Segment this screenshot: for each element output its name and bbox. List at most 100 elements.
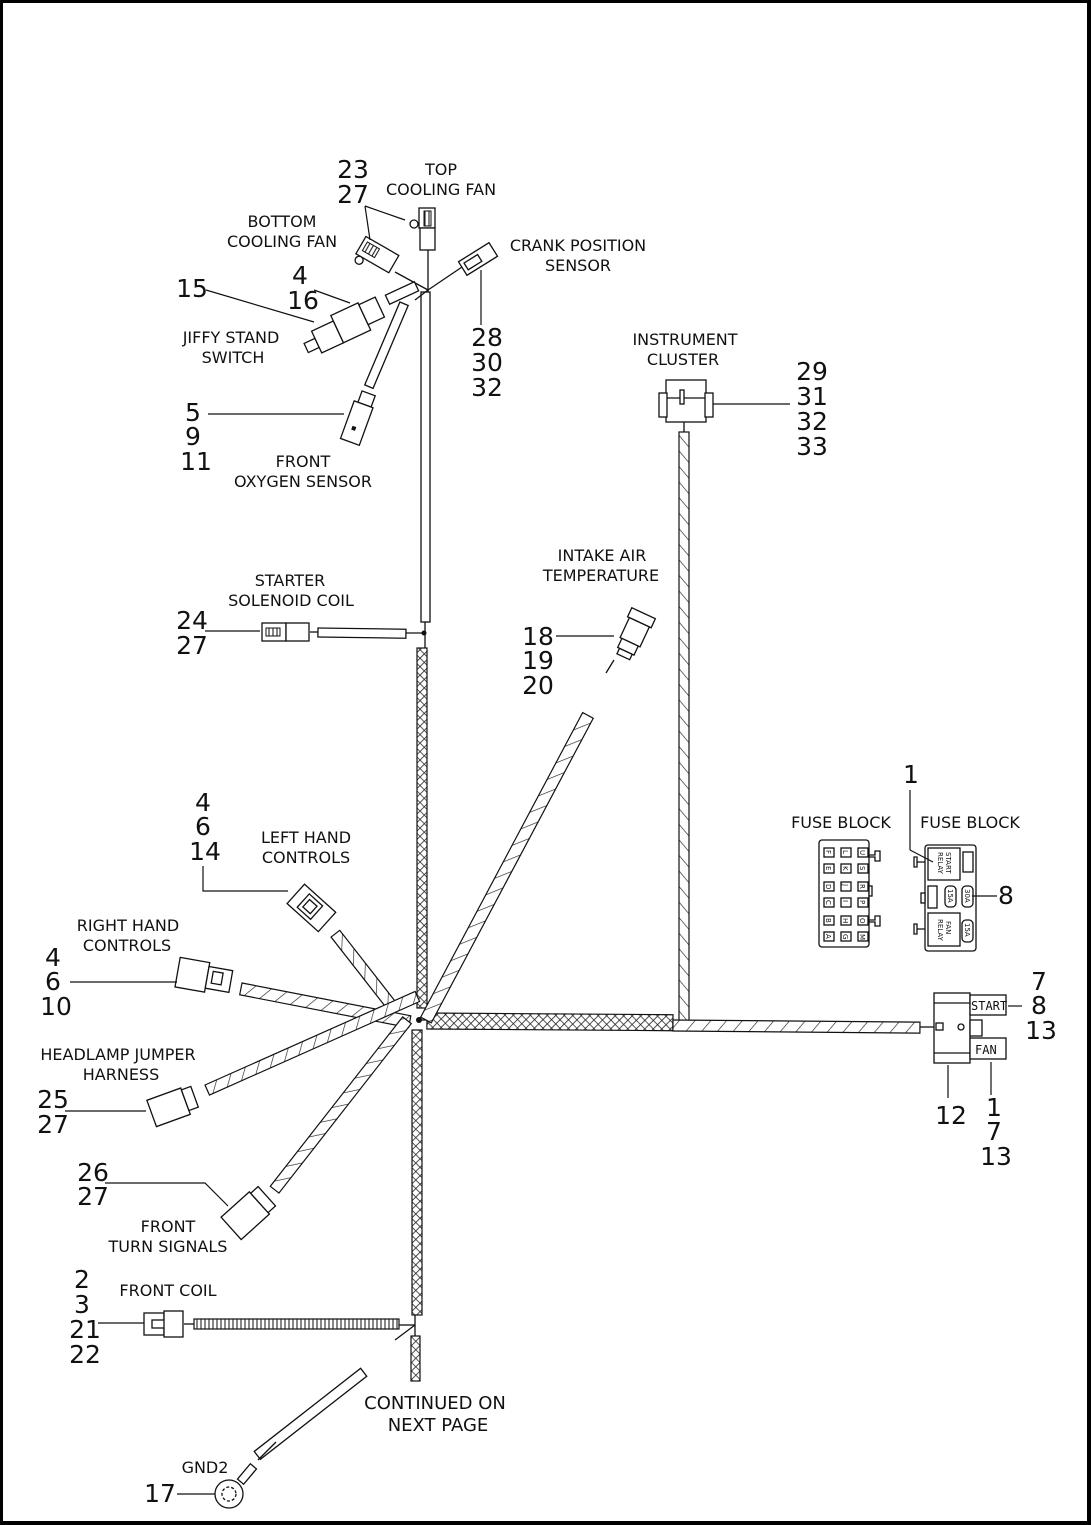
front-turn-signals-connector[interactable] <box>220 1185 277 1241</box>
ref-number: 30 <box>471 348 503 377</box>
front-coil-label: FRONT COIL <box>119 1281 216 1300</box>
ref-number: 1 <box>903 760 919 789</box>
fuse-slot <box>857 847 869 858</box>
fuse-slot-letter: E <box>824 866 832 870</box>
fuse-block-right[interactable]: START RELAY 15A 30A FAN RELAY 15A <box>913 844 977 952</box>
front-oxygen-sensor-label: OXYGEN SENSOR <box>234 472 372 491</box>
crank-position-sensor-connector[interactable] <box>457 241 499 277</box>
fuse-slot <box>857 881 869 892</box>
ref-number: 8 <box>998 881 1014 910</box>
fuse-slot <box>823 881 835 892</box>
leader-line <box>105 1182 229 1207</box>
ref-number: 7 <box>1031 967 1047 996</box>
intake-air-temperature-connector[interactable] <box>612 606 657 662</box>
start-relay-label: RELAY <box>936 852 944 875</box>
continued-label: CONTINUED ON <box>364 1393 506 1414</box>
relay-tag-start: START <box>971 999 1007 1013</box>
ref-number: 27 <box>37 1110 69 1139</box>
fuse-slot <box>857 915 869 926</box>
ref-number: 27 <box>176 631 208 660</box>
front-turn-signals-label: TURN SIGNALS <box>108 1237 228 1256</box>
right-hand-controls-label: RIGHT HAND <box>77 916 179 935</box>
fuse-slot <box>840 863 852 874</box>
ref-number: 6 <box>45 967 61 996</box>
fuse-slot-letter: A <box>824 934 832 939</box>
fuse-slot-letter: M <box>858 934 866 940</box>
ref-number: 4 <box>292 261 308 290</box>
ref-number: 6 <box>195 812 211 841</box>
ref-number: 20 <box>522 671 554 700</box>
ref-number: 18 <box>522 622 554 651</box>
ref-number: 28 <box>471 323 503 352</box>
ref-number: 24 <box>176 606 208 635</box>
fuse-slot <box>840 881 852 892</box>
continued-label: NEXT PAGE <box>388 1415 489 1436</box>
ref-number: 31 <box>796 382 828 411</box>
relay-tag-fan: FAN <box>975 1043 997 1057</box>
labels: TOP COOLING FAN 23 27 BOTTOM COOLING FAN… <box>37 155 1057 1508</box>
starter-solenoid-label: STARTER <box>255 571 326 590</box>
fuse-slot <box>857 897 869 908</box>
right-hand-controls-label: CONTROLS <box>83 936 171 955</box>
instrument-cluster-label: INSTRUMENT <box>632 330 737 349</box>
fuse-slot-letter: O <box>858 918 866 924</box>
left-hand-controls-label: LEFT HAND <box>261 828 351 847</box>
fuse-slot-letter: J <box>841 883 849 886</box>
bottom-cooling-fan-connector[interactable] <box>352 235 400 279</box>
starter-solenoid-connector[interactable] <box>261 622 310 642</box>
ref-number: 32 <box>471 373 503 402</box>
intake-air-temperature-label: INTAKE AIR <box>558 546 647 565</box>
instrument-cluster-connector[interactable] <box>658 379 714 423</box>
fuse-slot <box>840 915 852 926</box>
ref-number: 26 <box>77 1158 109 1187</box>
gnd2-ring-terminal[interactable] <box>214 1462 258 1509</box>
fuse-slot <box>823 863 835 874</box>
ref-number: 22 <box>69 1340 101 1369</box>
fuse-slot <box>840 847 852 858</box>
harness-hub <box>416 1012 674 1032</box>
bottom-cooling-fan-label: COOLING FAN <box>227 232 337 251</box>
relay-connector[interactable]: START FAN <box>933 992 1007 1064</box>
jiffy-stand-switch-label: SWITCH <box>202 348 265 367</box>
left-hand-controls-connector[interactable] <box>286 883 337 933</box>
top-cooling-fan-connector[interactable] <box>409 207 436 251</box>
ref-number: 16 <box>287 286 319 315</box>
fuse-slot <box>823 915 835 926</box>
headlamp-jumper-connector[interactable] <box>146 1085 200 1128</box>
crank-position-sensor-label: SENSOR <box>545 256 611 275</box>
front-turn-signals-label: FRONT <box>141 1217 196 1236</box>
headlamp-jumper-label: HEADLAMP JUMPER <box>40 1045 195 1064</box>
top-breakout <box>363 250 466 390</box>
ref-number: 17 <box>144 1479 176 1508</box>
fuse-slot-letter: H <box>841 918 849 923</box>
headlamp-jumper-branch <box>204 990 421 1096</box>
fuse-slot <box>840 931 852 942</box>
relay-leaders <box>947 1005 1022 1098</box>
fuse-block-right-label: FUSE BLOCK <box>920 813 1020 832</box>
gnd2-label: GND2 <box>182 1458 229 1477</box>
main-trunk <box>410 291 431 1382</box>
front-coil-connector[interactable] <box>143 1310 184 1338</box>
fuse-slot-letter: C <box>824 900 832 905</box>
instrument-cluster-label: CLUSTER <box>647 350 719 369</box>
ref-number: 15 <box>176 274 208 303</box>
start-relay <box>927 847 961 881</box>
jiffy-stand-switch-label: JIFFY STAND <box>182 328 280 347</box>
ref-number: 13 <box>980 1142 1012 1171</box>
front-oxygen-sensor-label: FRONT <box>276 452 331 471</box>
ref-number: 13 <box>1025 1016 1057 1045</box>
gnd2-branch <box>253 1324 416 1461</box>
fuse-slot-letter: F <box>824 850 832 854</box>
jiffy-stand-switch-connector[interactable] <box>298 295 387 358</box>
ref-number: 33 <box>796 432 828 461</box>
fan-relay-label: FAN <box>944 921 952 934</box>
right-hand-controls-connector[interactable] <box>174 956 234 996</box>
fuse-slot-letter: R <box>858 884 866 889</box>
fuse-slot <box>857 863 869 874</box>
ref-number: 10 <box>40 992 72 1021</box>
leader-line <box>202 866 288 892</box>
front-oxygen-sensor-connector[interactable] <box>339 390 378 447</box>
